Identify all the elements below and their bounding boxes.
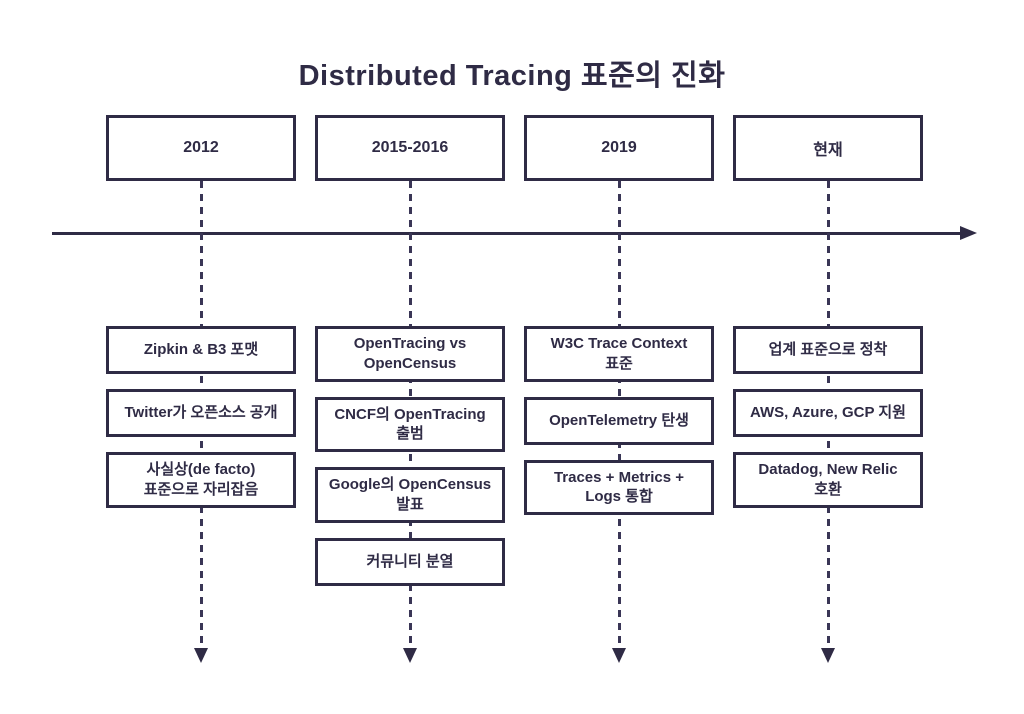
event-box: Zipkin & B3 포맷: [106, 326, 296, 374]
year-header: 2012: [106, 115, 296, 181]
timeline-column-present: 현재 업계 표준으로 정착 AWS, Azure, GCP 지원 Datadog…: [733, 0, 923, 714]
event-box: Traces + Metrics + Logs 통합: [524, 459, 714, 516]
event-box: Datadog, New Relic 호환: [733, 452, 923, 508]
event-box: 사실상(de facto) 표준으로 자리잡음: [106, 452, 296, 508]
arrow-down-icon: [194, 648, 208, 663]
year-header: 현재: [733, 115, 923, 181]
event-box-list: W3C Trace Context 표준 OpenTelemetry 탄생 Tr…: [524, 326, 714, 516]
event-box: AWS, Azure, GCP 지원: [733, 389, 923, 437]
year-header: 2015-2016: [315, 115, 505, 181]
event-box: OpenTelemetry 탄생: [524, 396, 714, 445]
timeline-column-2019: 2019 W3C Trace Context 표준 OpenTelemetry …: [524, 0, 714, 714]
event-box: OpenTracing vs OpenCensus: [315, 326, 505, 382]
event-box: Google의 OpenCensus 발표: [315, 467, 505, 523]
event-box-list: 업계 표준으로 정착 AWS, Azure, GCP 지원 Datadog, N…: [733, 326, 923, 508]
diagram-title: Distributed Tracing 표준의 진화: [298, 60, 726, 92]
event-box: 업계 표준으로 정착: [733, 326, 923, 374]
event-box: W3C Trace Context 표준: [524, 326, 714, 382]
arrow-down-icon: [821, 648, 835, 663]
timeline-axis: [52, 232, 962, 235]
arrow-down-icon: [403, 648, 417, 663]
event-box-list: Zipkin & B3 포맷 Twitter가 오픈소스 공개 사실상(de f…: [106, 326, 296, 508]
event-box: CNCF의 OpenTracing 출범: [315, 396, 505, 453]
arrow-right-icon: [960, 226, 977, 240]
event-box: 커뮤니티 분열: [315, 537, 505, 586]
arrow-down-icon: [612, 648, 626, 663]
year-header: 2019: [524, 115, 714, 181]
timeline-column-2015-2016: 2015-2016 OpenTracing vs OpenCensus CNCF…: [315, 0, 505, 714]
event-box-list: OpenTracing vs OpenCensus CNCF의 OpenTrac…: [315, 326, 505, 586]
event-box: Twitter가 오픈소스 공개: [106, 389, 296, 437]
timeline-column-2012: 2012 Zipkin & B3 포맷 Twitter가 오픈소스 공개 사실상…: [106, 0, 296, 714]
